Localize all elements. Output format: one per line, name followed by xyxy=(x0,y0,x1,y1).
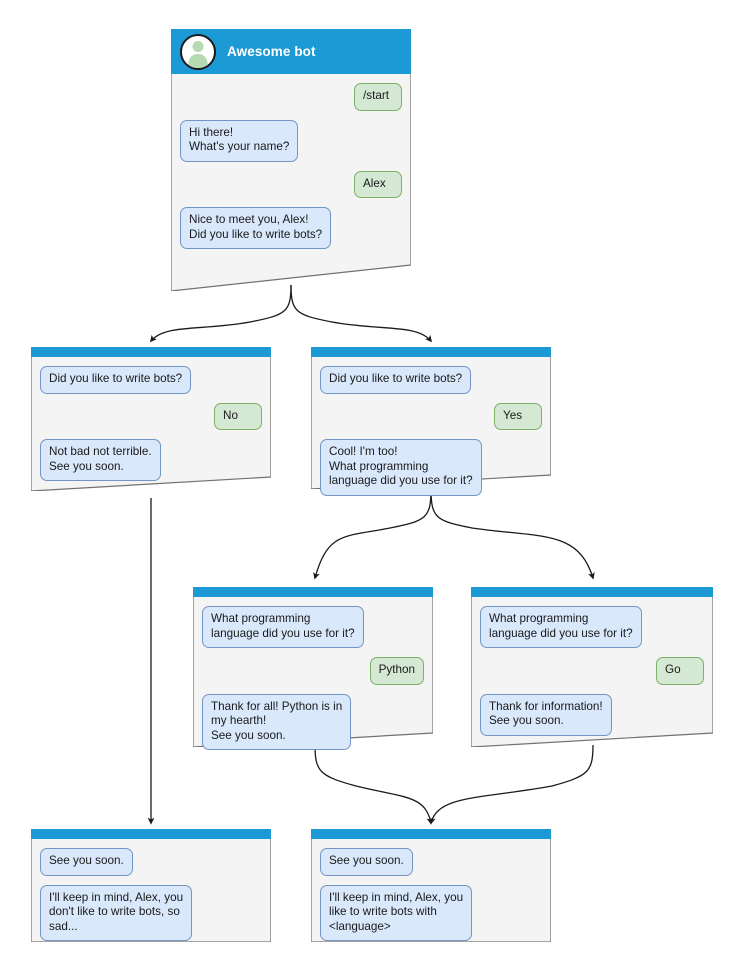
bot-name-label: Awesome bot xyxy=(227,44,316,59)
message-row: See you soon. xyxy=(320,848,542,876)
message-row: Did you like to write bots? xyxy=(320,366,542,394)
bot-message-bubble[interactable]: Did you like to write bots? xyxy=(320,366,472,394)
bot-message-bubble[interactable]: What programming language did you use fo… xyxy=(480,606,642,648)
answer-python-node[interactable]: What programming language did you use fo… xyxy=(193,587,433,750)
message-row: /start xyxy=(180,83,402,111)
node-header-strip xyxy=(31,829,271,839)
person-avatar-icon xyxy=(180,33,216,70)
message-row: What programming language did you use fo… xyxy=(202,606,424,648)
chat-transcript: See you soon. I'll keep in mind, Alex, y… xyxy=(31,839,271,951)
connector-go-to-end xyxy=(428,744,594,825)
user-message-bubble[interactable]: Yes xyxy=(494,402,542,430)
connector-root-to-yes xyxy=(290,284,433,343)
message-row: Nice to meet you, Alex! Did you like to … xyxy=(180,207,402,249)
chat-transcript: What programming language did you use fo… xyxy=(193,597,433,760)
bot-message-bubble[interactable]: Thank for all! Python is in my hearth! S… xyxy=(202,693,352,750)
node-header-strip xyxy=(31,347,271,357)
user-message-bubble[interactable]: Go xyxy=(656,657,704,685)
node-header-strip xyxy=(471,587,713,597)
answer-go-node[interactable]: What programming language did you use fo… xyxy=(471,587,713,747)
bot-message-bubble[interactable]: I'll keep in mind, Alex, you like to wri… xyxy=(320,884,473,941)
message-row: Thank for all! Python is in my hearth! S… xyxy=(202,693,424,750)
bot-message-bubble[interactable]: Thank for information! See you soon. xyxy=(480,693,612,736)
start-node[interactable]: Awesome bot /start Hi there! What's your… xyxy=(171,29,411,291)
message-row: Not bad not terrible. See you soon. xyxy=(40,439,262,481)
message-row: Cool! I'm too! What programming language… xyxy=(320,439,542,496)
bot-message-bubble[interactable]: Cool! I'm too! What programming language… xyxy=(320,439,482,496)
message-row: I'll keep in mind, Alex, you don't like … xyxy=(40,884,262,941)
user-message-bubble[interactable]: Python xyxy=(369,657,424,685)
bot-titlebar: Awesome bot xyxy=(171,29,411,74)
message-row: Yes xyxy=(320,402,542,430)
message-row: What programming language did you use fo… xyxy=(480,606,704,648)
message-row: I'll keep in mind, Alex, you like to wri… xyxy=(320,884,542,941)
message-row: Thank for information! See you soon. xyxy=(480,693,704,736)
message-row: Go xyxy=(480,657,704,685)
message-row: Did you like to write bots? xyxy=(40,366,262,394)
bot-message-bubble[interactable]: See you soon. xyxy=(320,848,413,876)
answer-no-node[interactable]: Did you like to write bots? No Not bad n… xyxy=(31,347,271,491)
bot-message-bubble[interactable]: I'll keep in mind, Alex, you don't like … xyxy=(40,884,193,941)
bot-message-bubble[interactable]: Did you like to write bots? xyxy=(40,366,192,394)
message-row: Python xyxy=(202,657,424,685)
answer-yes-node[interactable]: Did you like to write bots? Yes Cool! I'… xyxy=(311,347,551,496)
chat-transcript: Did you like to write bots? No Not bad n… xyxy=(31,357,271,491)
node-header-strip xyxy=(311,347,551,357)
connector-root-to-no xyxy=(149,284,292,343)
message-row: Alex xyxy=(180,170,402,198)
bot-message-bubble[interactable]: See you soon. xyxy=(40,848,133,876)
user-message-bubble[interactable]: No xyxy=(214,402,262,430)
chat-transcript: What programming language did you use fo… xyxy=(471,597,713,746)
chat-transcript: Did you like to write bots? Yes Cool! I'… xyxy=(311,357,551,506)
end-no-bots-node[interactable]: See you soon. I'll keep in mind, Alex, y… xyxy=(31,829,271,942)
message-row: Hi there! What's your name? xyxy=(180,119,402,162)
node-header-strip xyxy=(311,829,551,839)
bot-message-bubble[interactable]: What programming language did you use fo… xyxy=(202,606,364,648)
message-row: See you soon. xyxy=(40,848,262,876)
message-row: No xyxy=(40,402,262,430)
bot-message-bubble[interactable]: Not bad not terrible. See you soon. xyxy=(40,439,161,481)
chat-transcript: See you soon. I'll keep in mind, Alex, y… xyxy=(311,839,551,951)
bot-message-bubble[interactable]: Nice to meet you, Alex! Did you like to … xyxy=(180,207,332,249)
chat-transcript: /start Hi there! What's your name? Alex … xyxy=(171,74,411,259)
user-message-bubble[interactable]: /start xyxy=(354,83,402,111)
end-likes-bots-node[interactable]: See you soon. I'll keep in mind, Alex, y… xyxy=(311,829,551,942)
user-message-bubble[interactable]: Alex xyxy=(354,170,402,198)
node-header-strip xyxy=(193,587,433,597)
bot-message-bubble[interactable]: Hi there! What's your name? xyxy=(180,119,299,162)
